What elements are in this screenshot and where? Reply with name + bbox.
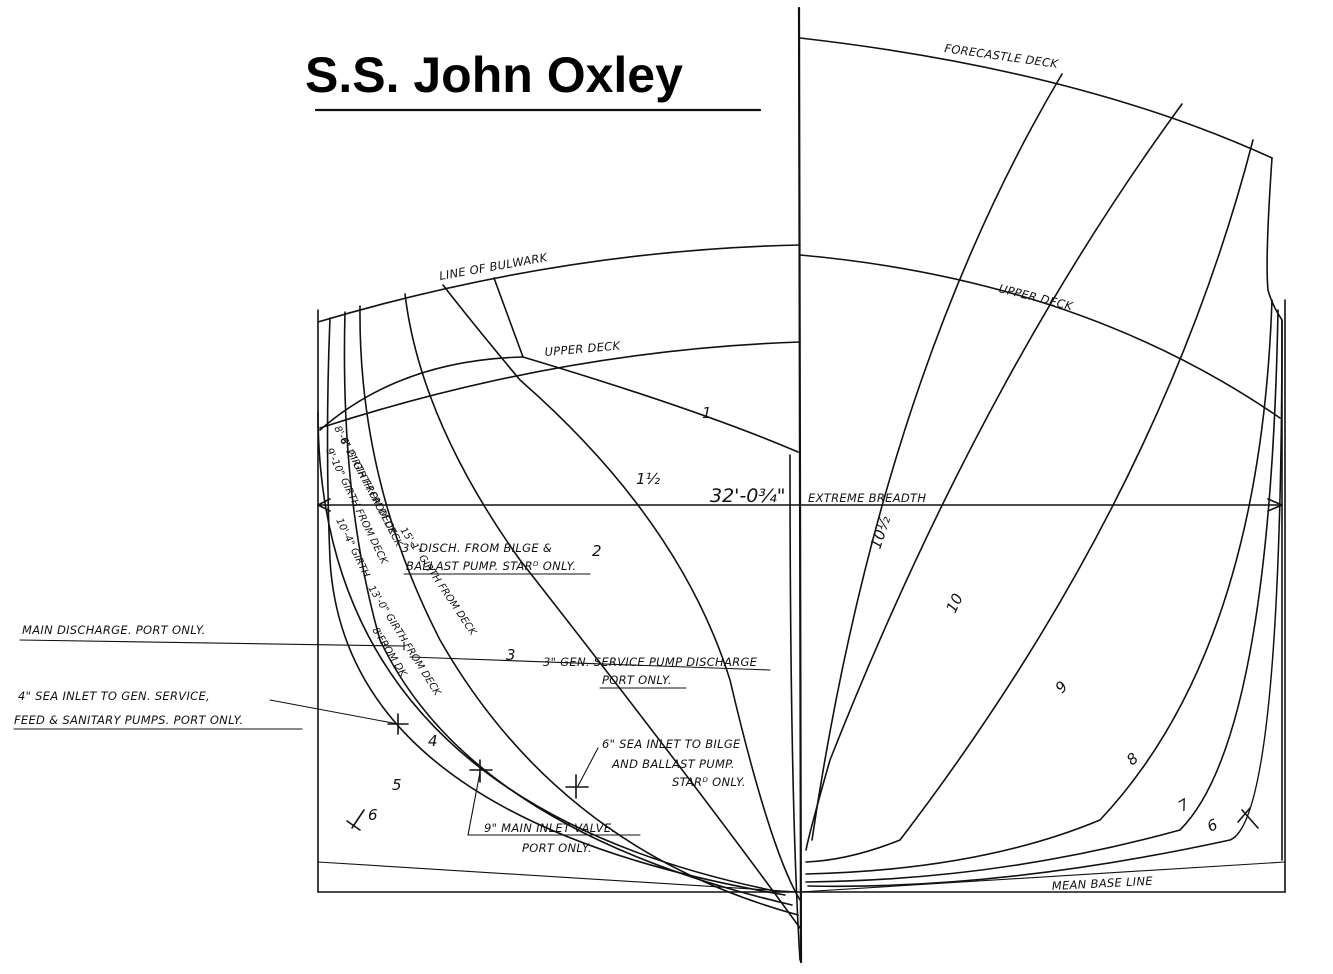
- extreme-breadth-label: EXTREME BREADTH: [808, 491, 926, 505]
- knuckle-line-aft: [319, 356, 524, 431]
- note-sea-inlet-4-line2: FEED & SANITARY PUMPS. PORT ONLY.: [14, 713, 243, 727]
- forecastle-deck-line: [799, 37, 1273, 159]
- note-main-inlet-9-line2: PORT ONLY.: [522, 841, 592, 855]
- station-label-6-aft: 6: [368, 806, 378, 824]
- label-upper-deck-fwd: UPPER DECK: [997, 281, 1075, 313]
- station-label-6-fwd: 6: [1204, 815, 1220, 835]
- label-upper-deck-aft: UPPER DECK: [544, 338, 622, 359]
- bulwark-sheer-aft: [317, 244, 801, 323]
- forecastle-side-fwd: [1266, 157, 1283, 861]
- breadth-value: 32'-0¾": [710, 485, 786, 507]
- note-main-inlet-9-line1: 9" MAIN INLET VALVE.: [484, 821, 615, 835]
- label-forecastle-deck: FORECASTLE DECK: [944, 41, 1061, 71]
- mean-base-line-fwd: [799, 861, 1286, 893]
- note-sea-inlet-4-line1: 4" SEA INLET TO GEN. SERVICE,: [18, 689, 210, 703]
- station-4-aft: [343, 311, 793, 906]
- sea-inlet-4-marker: [387, 713, 409, 735]
- note-gen-service-line2: PORT ONLY.: [602, 673, 672, 687]
- station-9-fwd: [805, 139, 1254, 863]
- station-1-5-aft: [442, 284, 801, 901]
- mean-base-line-aft: [317, 861, 801, 893]
- centreline: [797, 6, 803, 964]
- station-label-10-5: 10½: [867, 513, 895, 551]
- station-label-3: 3: [506, 646, 516, 664]
- station-1-aft: [522, 356, 799, 453]
- note-sea-inlet-6-line2: AND BALLAST PUMP.: [611, 757, 735, 771]
- station-label-10: 10: [942, 591, 967, 616]
- station-label-8: 8: [1123, 749, 1142, 769]
- station-1-5-upper: [493, 277, 524, 358]
- station-10-fwd: [805, 103, 1183, 851]
- note-sea-inlet-6-line1: 6" SEA INLET TO BILGE: [602, 737, 741, 751]
- page-title: S.S. John Oxley: [305, 47, 683, 103]
- station-5-aft: [326, 317, 786, 896]
- station-6-aft: [317, 411, 781, 893]
- station-label-5: 5: [392, 776, 402, 794]
- station-6-fwd: [807, 319, 1283, 888]
- main-inlet-9-marker: [469, 759, 493, 783]
- upper-deck-fwd: [799, 254, 1281, 419]
- station-6-tick-aft: [346, 809, 365, 831]
- leader-main-discharge: [19, 639, 405, 647]
- station-2-aft: [404, 293, 801, 929]
- station-label-1-5: 1½: [636, 470, 661, 488]
- note-gen-service-line1: 3" GEN. SERVICE PUMP DISCHARGE: [543, 655, 758, 669]
- stem-aft-profile: [789, 454, 801, 961]
- note-3in-disch-line1: 3" DISCH. FROM BILGE &: [402, 541, 552, 555]
- station-label-4: 4: [428, 732, 438, 750]
- note-main-discharge: MAIN DISCHARGE. PORT ONLY.: [22, 623, 206, 637]
- station-3-aft: [359, 305, 799, 916]
- station-10-5-fwd: [811, 73, 1063, 841]
- station-label-2: 2: [592, 542, 602, 560]
- note-sea-inlet-6-line3: STARᴰ ONLY.: [672, 775, 746, 789]
- leader-sea-inlet-6: [577, 747, 599, 787]
- leader-sea-inlet-4: [269, 699, 399, 725]
- leader-main-inlet-9: [467, 771, 481, 836]
- station-label-1: 1: [702, 404, 712, 422]
- station-8-fwd: [805, 299, 1273, 875]
- station-label-7: 7: [1175, 795, 1193, 816]
- station-label-9: 9: [1052, 678, 1072, 697]
- sea-inlet-6-marker: [565, 774, 589, 799]
- station-7-fwd: [805, 309, 1279, 883]
- station-6-tick-fwd: [1237, 807, 1259, 829]
- note-3in-disch-line2: BALLAST PUMP. STARᴰ ONLY.: [406, 559, 576, 573]
- leader-gen-service: [409, 656, 771, 671]
- label-mean-base-line: MEAN BASE LINE: [1051, 874, 1153, 893]
